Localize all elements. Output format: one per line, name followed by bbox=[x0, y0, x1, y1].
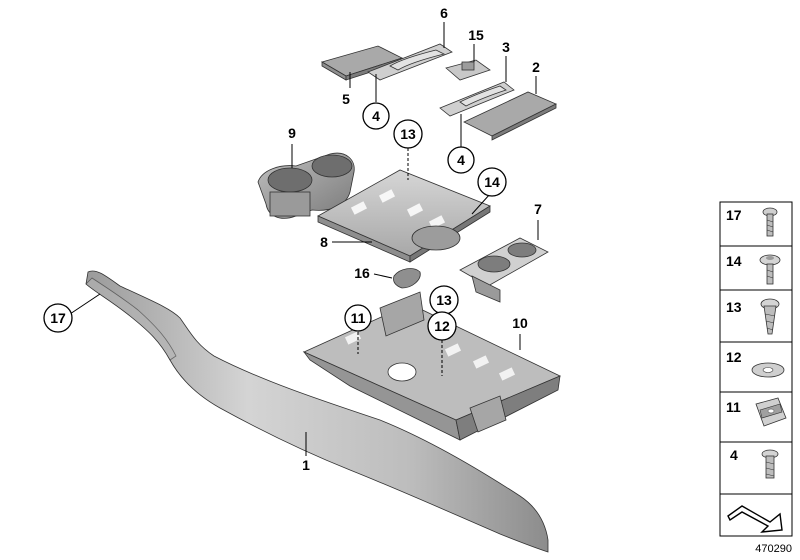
callout-10: 10 bbox=[512, 315, 528, 331]
callout-5: 5 bbox=[342, 91, 350, 107]
legend-label-12: 12 bbox=[726, 349, 742, 365]
callout-6: 6 bbox=[440, 5, 448, 21]
part-9-cup-holder bbox=[257, 152, 355, 219]
fastener-legend: 17 14 13 bbox=[719, 201, 793, 537]
legend-row-12: 12 bbox=[726, 349, 785, 378]
direction-arrow-icon bbox=[727, 505, 783, 533]
callout-1: 1 bbox=[302, 457, 310, 473]
callout-17: 17 bbox=[50, 310, 66, 326]
leader-lines bbox=[69, 22, 539, 456]
part-10-base-carrier bbox=[302, 291, 561, 441]
screw-icon bbox=[762, 207, 778, 237]
callout-15: 15 bbox=[468, 27, 484, 43]
legend-row-14: 14 bbox=[726, 253, 781, 285]
legend-label-11: 11 bbox=[726, 399, 741, 415]
callout-2: 2 bbox=[532, 59, 540, 75]
part-3-cover-rail bbox=[439, 81, 515, 117]
callout-13-lower: 13 bbox=[436, 292, 452, 308]
part-1-side-trim bbox=[85, 270, 549, 553]
part-15-latch bbox=[445, 59, 491, 81]
callouts: 6 15 3 2 5 4 4 9 13 14 7 8 16 17 13 11 1… bbox=[43, 5, 542, 473]
callout-13-upper: 13 bbox=[400, 126, 416, 142]
callout-4-lower: 4 bbox=[457, 152, 465, 168]
callout-16: 16 bbox=[354, 265, 370, 281]
callout-14: 14 bbox=[484, 174, 500, 190]
callout-12: 12 bbox=[434, 318, 450, 334]
part-8-tray-frame bbox=[317, 169, 491, 263]
legend-label-4: 4 bbox=[730, 447, 738, 463]
legend-label-14: 14 bbox=[726, 253, 742, 269]
legend-row-11: 11 bbox=[726, 397, 787, 427]
part-2-cover-panel bbox=[463, 91, 557, 141]
clip-nut-icon bbox=[755, 397, 787, 427]
callout-8: 8 bbox=[320, 234, 328, 250]
callout-3: 3 bbox=[502, 39, 510, 55]
callout-11: 11 bbox=[351, 310, 366, 326]
callout-4-upper: 4 bbox=[372, 108, 380, 124]
callout-9: 9 bbox=[288, 125, 296, 141]
legend-label-17: 17 bbox=[726, 207, 742, 223]
self-tapping-screw-icon bbox=[760, 298, 780, 335]
callout-7: 7 bbox=[534, 201, 542, 217]
washer-head-screw-icon bbox=[759, 254, 781, 285]
part-6-cover-rail bbox=[367, 43, 453, 81]
legend-row-4: 4 bbox=[730, 447, 779, 479]
part-5-cover-panel bbox=[320, 45, 404, 81]
document-number: 470290 bbox=[755, 543, 792, 555]
legend-row-13: 13 bbox=[726, 298, 780, 335]
legend-label-13: 13 bbox=[726, 299, 742, 315]
part-7-cup-insert bbox=[459, 237, 549, 303]
short-screw-icon bbox=[761, 449, 779, 479]
washer-icon bbox=[751, 362, 785, 378]
legend-row-17: 17 bbox=[726, 207, 778, 237]
part-16-cap bbox=[393, 268, 421, 289]
